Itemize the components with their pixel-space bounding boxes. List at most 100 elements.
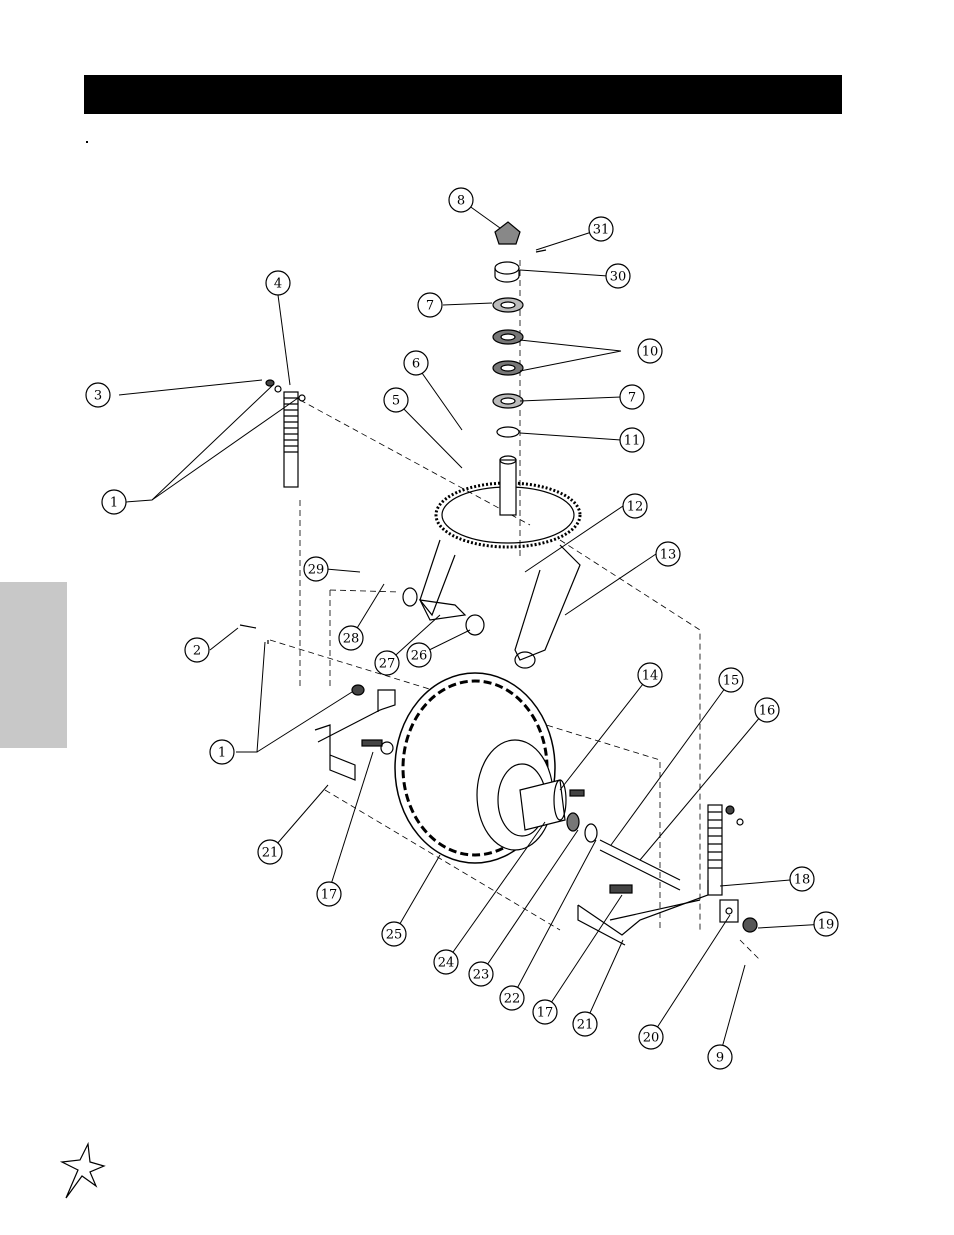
callout-circle bbox=[655, 541, 681, 567]
callout-19: 19 bbox=[813, 911, 839, 937]
callout-label: 21 bbox=[577, 1018, 594, 1033]
callout-circle bbox=[417, 292, 443, 318]
callout-18: 18 bbox=[789, 866, 815, 892]
callout-label: 17 bbox=[537, 1006, 554, 1021]
callout-label: 10 bbox=[642, 345, 659, 360]
callout-label: 23 bbox=[473, 968, 490, 983]
callout-label: 16 bbox=[759, 704, 776, 719]
axle-assembly bbox=[351, 684, 681, 894]
callout-3: 3 bbox=[85, 382, 111, 408]
callout-21: 21 bbox=[257, 839, 283, 865]
callout-24: 24 bbox=[433, 949, 459, 975]
callout-circle bbox=[754, 697, 780, 723]
callout-12: 12 bbox=[622, 493, 648, 519]
callout-29: 29 bbox=[303, 556, 329, 582]
right-spring bbox=[707, 804, 758, 933]
callout-circle bbox=[209, 739, 235, 765]
callout-label: 27 bbox=[379, 657, 396, 672]
callout-20: 20 bbox=[638, 1024, 664, 1050]
callout-label: 1 bbox=[218, 746, 226, 761]
callout-circle bbox=[499, 985, 525, 1011]
callout-14: 14 bbox=[637, 662, 663, 688]
callout-circle bbox=[316, 881, 342, 907]
caster-fork bbox=[402, 455, 582, 669]
callout-circle bbox=[605, 263, 631, 289]
callout-label: 6 bbox=[412, 357, 420, 372]
callout-circle bbox=[433, 949, 459, 975]
callout-circle bbox=[638, 1024, 664, 1050]
callout-circle bbox=[381, 921, 407, 947]
callout-6: 6 bbox=[403, 350, 429, 376]
callout-28: 28 bbox=[338, 625, 364, 651]
callout-1: 1 bbox=[101, 489, 127, 515]
callout-label: 24 bbox=[438, 956, 455, 971]
callout-31: 31 bbox=[588, 216, 614, 242]
callout-16: 16 bbox=[754, 697, 780, 723]
callout-5: 5 bbox=[383, 387, 409, 413]
callout-label: 8 bbox=[457, 194, 465, 209]
brackets bbox=[314, 689, 709, 946]
callout-4: 4 bbox=[265, 270, 291, 296]
callout-label: 25 bbox=[386, 928, 403, 943]
title-bar bbox=[84, 75, 842, 114]
callout-circle bbox=[813, 911, 839, 937]
callout-17: 17 bbox=[532, 999, 558, 1025]
callout-circle bbox=[448, 187, 474, 213]
callout-circle bbox=[406, 642, 432, 668]
callout-circle bbox=[637, 662, 663, 688]
callout-label: 29 bbox=[308, 563, 325, 578]
callout-label: 2 bbox=[193, 644, 201, 659]
callout-label: 13 bbox=[660, 548, 677, 563]
callout-label: 7 bbox=[426, 299, 434, 314]
callout-circle bbox=[184, 637, 210, 663]
wheel-tire bbox=[394, 672, 567, 864]
callout-27: 27 bbox=[374, 650, 400, 676]
callout-label: 19 bbox=[818, 918, 835, 933]
callout-17: 17 bbox=[316, 881, 342, 907]
callout-2: 2 bbox=[184, 637, 210, 663]
callout-label: 20 bbox=[643, 1031, 660, 1046]
callout-15: 15 bbox=[718, 667, 744, 693]
callout-label: 18 bbox=[794, 873, 811, 888]
callout-circle bbox=[383, 387, 409, 413]
callout-circle bbox=[718, 667, 744, 693]
marker-dot bbox=[86, 141, 88, 143]
callout-7: 7 bbox=[619, 384, 645, 410]
callout-circle bbox=[85, 382, 111, 408]
callout-circle bbox=[265, 270, 291, 296]
callout-circle bbox=[468, 961, 494, 987]
callout-11: 11 bbox=[619, 427, 645, 453]
callout-circle bbox=[588, 216, 614, 242]
callout-21: 21 bbox=[572, 1011, 598, 1037]
callout-circle bbox=[572, 1011, 598, 1037]
callout-label: 17 bbox=[321, 888, 338, 903]
callout-circle bbox=[403, 350, 429, 376]
callout-1: 1 bbox=[209, 739, 235, 765]
callout-circle bbox=[338, 625, 364, 651]
callout-label: 14 bbox=[642, 669, 659, 684]
callout-circle bbox=[101, 489, 127, 515]
callout-circle bbox=[637, 338, 663, 364]
callout-26: 26 bbox=[406, 642, 432, 668]
star-logo-icon bbox=[59, 1141, 106, 1199]
callout-10: 10 bbox=[637, 338, 663, 364]
callout-label: 22 bbox=[504, 992, 521, 1007]
callout-circle bbox=[257, 839, 283, 865]
callout-circle bbox=[374, 650, 400, 676]
callout-label: 15 bbox=[723, 674, 740, 689]
callout-label: 7 bbox=[628, 391, 636, 406]
callout-label: 21 bbox=[262, 846, 279, 861]
callout-13: 13 bbox=[655, 541, 681, 567]
callout-circle bbox=[707, 1044, 733, 1070]
callout-8: 8 bbox=[448, 187, 474, 213]
callout-label: 3 bbox=[94, 389, 102, 404]
callout-label: 28 bbox=[343, 632, 360, 647]
callout-label: 31 bbox=[593, 223, 610, 238]
callout-circle bbox=[619, 384, 645, 410]
callout-7: 7 bbox=[417, 292, 443, 318]
callout-25: 25 bbox=[381, 921, 407, 947]
callout-30: 30 bbox=[605, 263, 631, 289]
side-tab bbox=[0, 582, 67, 748]
callout-label: 30 bbox=[610, 270, 627, 285]
